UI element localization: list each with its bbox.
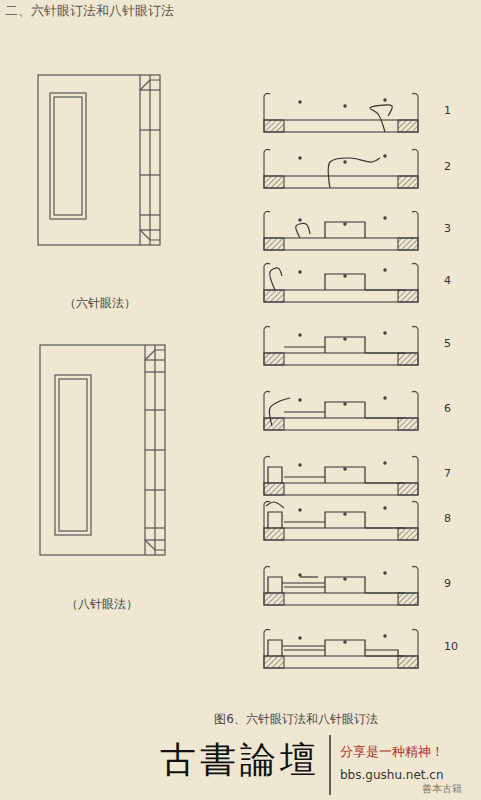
step-figure — [264, 566, 418, 605]
step-number: 4 — [444, 274, 451, 287]
step-figure — [264, 391, 418, 430]
step-figure — [264, 456, 418, 495]
step-figure — [264, 211, 418, 250]
step-figure — [264, 326, 418, 365]
banner-divider — [329, 735, 331, 795]
step-number: 6 — [444, 402, 451, 415]
caption: 图6、六针眼订法和八针眼订法 — [214, 712, 378, 726]
watermark: 善本古籍 — [422, 783, 462, 795]
step-number: 9 — [444, 577, 451, 590]
step-figure — [264, 629, 418, 668]
step-figure — [264, 263, 418, 302]
step-number: 3 — [444, 222, 451, 235]
site-url: bbs.gushu.net.cn — [340, 768, 444, 782]
step-number: 2 — [444, 160, 451, 173]
step-number: 5 — [444, 337, 451, 350]
site-name: 古書論壇 — [160, 738, 320, 781]
heading: 二、六针眼订法和八针眼订法 — [5, 3, 174, 19]
slogan: 分享是一种精神！ — [340, 744, 444, 760]
step-number: 10 — [444, 640, 458, 653]
step-figure — [264, 501, 418, 540]
step-figure — [264, 93, 418, 132]
sewing-steps — [264, 93, 418, 668]
step-number: 7 — [444, 467, 451, 480]
eight-hole-book — [40, 345, 165, 555]
cover-label: （六针眼法） — [64, 296, 136, 310]
step-figure — [264, 149, 418, 188]
step-number: 1 — [444, 104, 451, 117]
step-number: 8 — [444, 512, 451, 525]
cover-label: （八针眼法） — [66, 597, 138, 611]
six-hole-book — [38, 75, 160, 245]
